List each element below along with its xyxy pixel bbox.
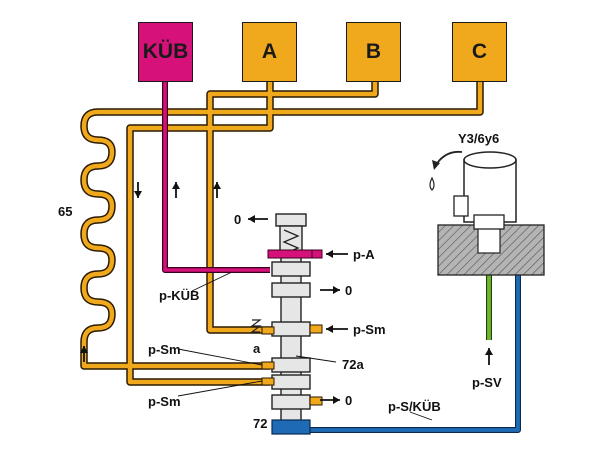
arrowhead-icon [333,396,340,404]
kub-line [162,82,270,273]
b-box: B [346,22,401,82]
leader-line [409,411,433,421]
p-a-label: p-A [353,247,375,262]
p-a-inlet [311,249,323,259]
valve-72a-label: 72a [342,357,364,372]
arrowhead-icon [134,191,142,198]
kub-box: KÜB [138,22,193,82]
arrowhead-icon [485,348,493,355]
arrowhead-icon [80,346,88,353]
arrowhead-icon [172,182,180,189]
line-count-label: 65 [58,204,73,219]
c-box: C [452,22,507,82]
exhaust-low-label: 0 [345,393,353,408]
p-sm-right-label: p-Sm [353,322,386,337]
oil-drop-icon [429,150,463,191]
arrowhead-icon [326,250,333,258]
line-c [81,82,483,369]
leader-line [191,271,233,292]
a-box: A [242,22,297,82]
arrowhead-icon [213,182,221,189]
leader-line [177,348,263,366]
line-a [127,82,273,385]
p-sv-label: p-SV [472,375,502,390]
exhaust-top-label: 0 [234,212,242,227]
solenoid-icon [437,151,545,276]
line-b [207,82,378,333]
solenoid-label: Y3/6y6 [458,131,500,146]
p-kub-label: p-KÜB [159,288,200,303]
spring-a-label: a [253,341,261,356]
p-sm-lower-label: p-Sm [148,394,181,409]
flow-arrows [80,182,493,421]
p-sm-upper-label: p-Sm [148,342,181,357]
leader-line [177,380,263,397]
arrowhead-icon [326,325,333,333]
valve-72-label: 72 [253,416,268,431]
arrowhead-icon [333,286,340,294]
exhaust-mid-label: 0 [345,283,353,298]
oil-lines [80,82,484,386]
arrowhead-icon [248,215,255,223]
valve-72 [250,213,323,435]
leader-line [295,355,337,363]
p-s-kub-label: p-S/KÜB [388,399,441,414]
